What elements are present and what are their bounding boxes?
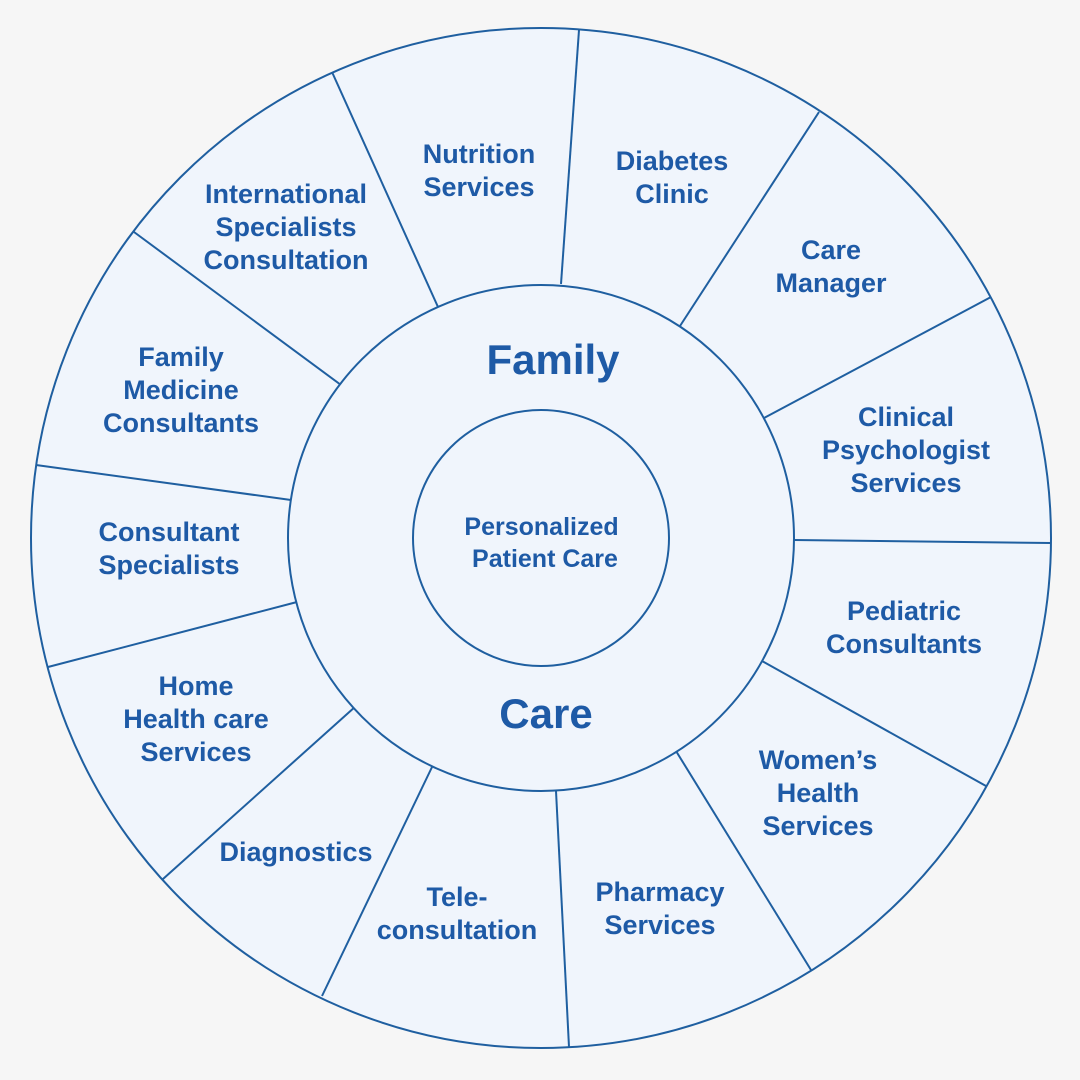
segment-label-line: Home	[158, 671, 233, 701]
segment-label-line: Women’s	[759, 745, 878, 775]
segment-label-line: Diabetes	[616, 146, 729, 176]
segment-label-line: Services	[140, 737, 251, 767]
segment-divider	[35, 464, 292, 501]
segment-label-line: Consultants	[826, 629, 982, 659]
segment-label-line: Medicine	[123, 375, 239, 405]
segment-label-line: Services	[762, 811, 873, 841]
segment-divider	[321, 764, 434, 997]
segment-label-line: Consultation	[204, 245, 369, 275]
segment-divider	[47, 601, 298, 668]
segment-label: Diagnostics	[219, 837, 372, 867]
segment-label-line: Tele-	[426, 882, 487, 912]
segment-divider	[679, 111, 820, 327]
segment-divider	[555, 790, 570, 1048]
segment-divider	[162, 705, 357, 880]
center-label: Personalized Patient Care	[464, 513, 625, 573]
segment-label-line: Manager	[775, 268, 887, 298]
segment-label-line: consultation	[377, 915, 538, 945]
segment-label-line: Consultants	[103, 408, 259, 438]
center-label-line: Patient Care	[472, 545, 618, 573]
segment-label-line: Pharmacy	[595, 877, 724, 907]
segment-label-line: Health care	[123, 704, 269, 734]
segment-label-line: Nutrition	[423, 139, 535, 169]
middle-ring-top-word: Family	[486, 336, 620, 383]
segment-divider	[761, 660, 987, 787]
segment-label-line: Services	[423, 172, 534, 202]
segment-divider	[560, 29, 580, 285]
segment-label-line: Specialists	[215, 212, 356, 242]
center-label-line: Personalized	[464, 513, 618, 541]
middle-ring-bottom-word: Care	[499, 690, 592, 737]
segment-label-line: Services	[604, 910, 715, 940]
segment-label-line: Consultant	[99, 517, 240, 547]
segment-label: Tele-consultation	[377, 882, 538, 945]
segment-label-line: Health	[777, 778, 860, 808]
segment-label-line: Psychologist	[822, 435, 990, 465]
segment-label-line: Pediatric	[847, 596, 961, 626]
segment-divider	[331, 71, 439, 308]
segment-label-line: International	[205, 179, 367, 209]
segment-label-line: Family	[138, 342, 224, 372]
segment-label-line: Clinic	[635, 179, 709, 209]
segment-divider	[793, 539, 1052, 544]
segment-label-line: Clinical	[858, 402, 954, 432]
segment-divider	[675, 750, 812, 971]
segment-label-line: Specialists	[98, 550, 239, 580]
segment-label-line: Care	[801, 235, 861, 265]
inner-circle	[412, 409, 670, 667]
segment-label-line: Diagnostics	[219, 837, 372, 867]
segment-dividers	[35, 29, 1052, 1048]
segment-divider	[763, 296, 992, 419]
segment-label-line: Services	[850, 468, 961, 498]
segment-divider	[133, 231, 342, 386]
